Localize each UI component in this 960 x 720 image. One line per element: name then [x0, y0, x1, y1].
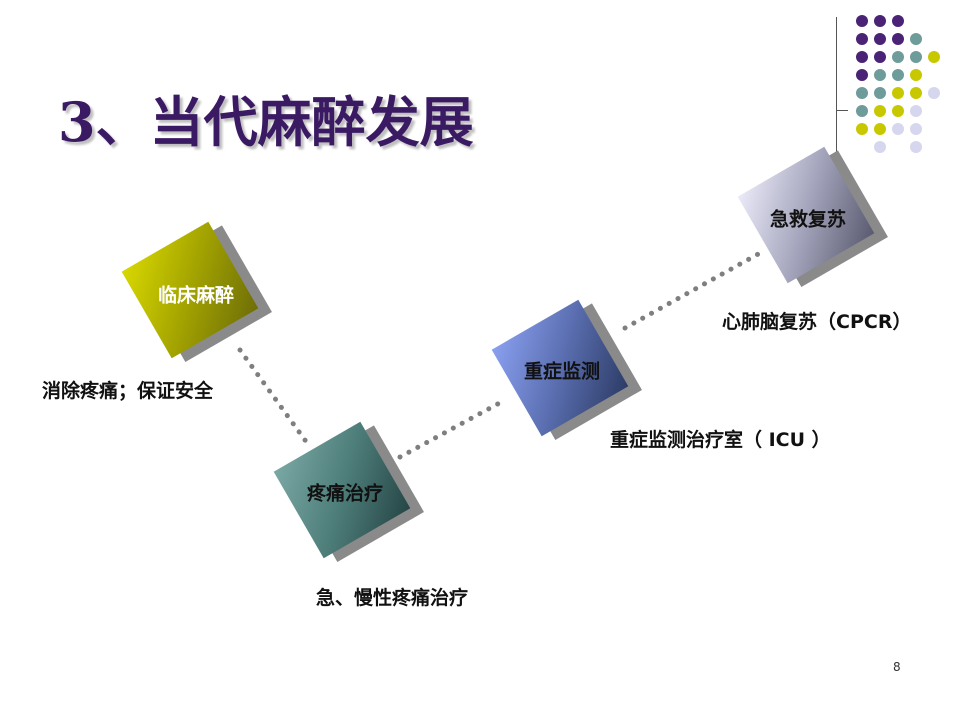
connector-pain-icu — [397, 397, 508, 460]
node-anesthesia-description: 消除疼痛；保证安全 — [42, 380, 214, 402]
node-icu-label: 重症监测 — [523, 360, 601, 383]
decor-dot — [892, 87, 904, 99]
decor-dot — [856, 15, 868, 27]
decor-dot — [874, 33, 886, 45]
decor-dot — [856, 87, 868, 99]
slide-title: 3、当代麻醉发展 — [58, 90, 474, 154]
decor-dot — [874, 123, 886, 135]
decor-dot — [910, 105, 922, 117]
page-number: 8 — [893, 660, 901, 674]
decor-dot-grid — [856, 15, 940, 153]
decor-dot — [892, 33, 904, 45]
decor-dot — [856, 69, 868, 81]
decor-dot — [910, 87, 922, 99]
decor-dot — [892, 123, 904, 135]
decor-dot — [928, 51, 940, 63]
node-cpcr-label: 急救复苏 — [769, 208, 847, 231]
decor-dot — [910, 141, 922, 153]
node-cpcr-description: 心肺脑复苏（CPCR） — [722, 311, 912, 333]
decor-dot — [910, 33, 922, 45]
decor-dot — [856, 33, 868, 45]
decor-dot — [892, 15, 904, 27]
decor-dot — [910, 69, 922, 81]
decor-dot — [856, 123, 868, 135]
node-icu-description: 重症监测治疗室（ ICU ） — [610, 429, 831, 451]
decor-dot — [910, 51, 922, 63]
node-pain-label: 疼痛治疗 — [306, 482, 384, 505]
decor-dot — [892, 51, 904, 63]
decor-dot — [874, 15, 886, 27]
decor-dot — [910, 123, 922, 135]
decor-dot — [874, 69, 886, 81]
decor-dot — [874, 105, 886, 117]
decor-dot — [892, 69, 904, 81]
decor-dot — [856, 51, 868, 63]
decor-dot — [874, 141, 886, 153]
node-anesthesia-label: 临床麻醉 — [157, 284, 235, 307]
decor-dot — [928, 87, 940, 99]
decor-dot — [874, 87, 886, 99]
node-pain-description: 急、慢性疼痛治疗 — [316, 587, 469, 609]
decor-dot — [874, 51, 886, 63]
decor-vertical-line — [836, 17, 837, 157]
decor-dot — [856, 105, 868, 117]
decor-horizontal-line — [836, 110, 848, 111]
connector-anesthesia-pain — [237, 347, 313, 450]
decor-dot — [892, 105, 904, 117]
